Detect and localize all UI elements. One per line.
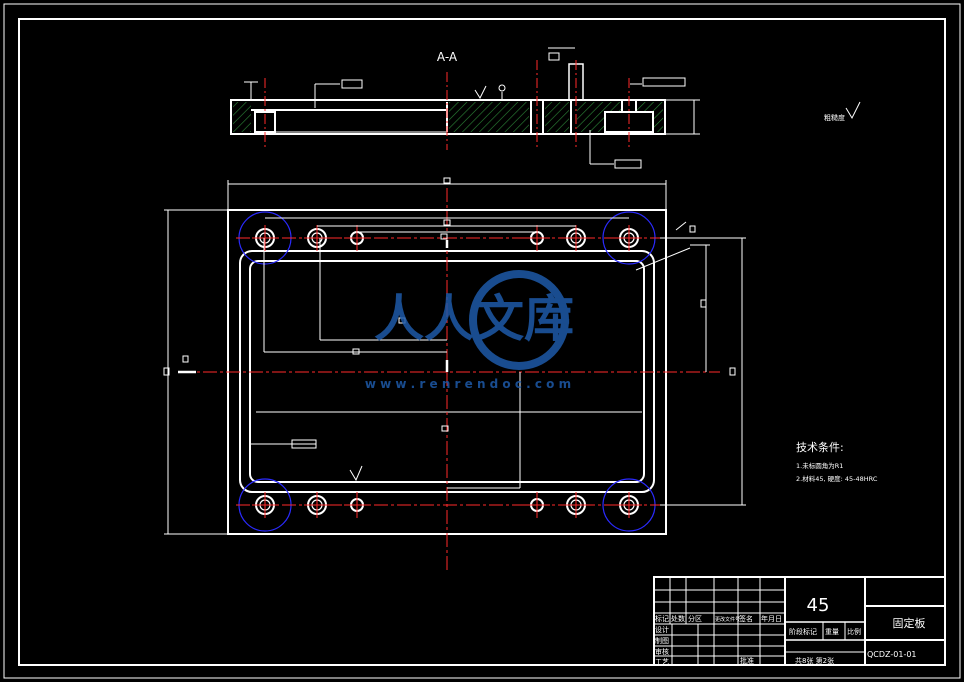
watermark: 人人文库 w w w . r e n r e n d o c . c o m — [365, 270, 574, 391]
section-view: A-A — [230, 47, 700, 169]
watermark-text: 人人文库 — [374, 290, 574, 348]
row-2: 审核 — [655, 647, 669, 656]
head-5: 年月日 — [761, 614, 782, 623]
tech-line-2: 2.材料45, 硬度: 45-48HRC — [796, 474, 878, 483]
dimension-lines — [164, 180, 746, 535]
scale-label: 比例 — [847, 627, 861, 636]
head-2: 分区 — [688, 614, 702, 623]
title-block-text: 45 固定板 QCDZ-01-01 共8张 第2张 阶段标记 重量 比例 批准 … — [655, 595, 926, 666]
head-3: 更改文件号 — [715, 616, 740, 623]
tech-title: 技术条件: — [796, 440, 844, 454]
roughness-symbol — [845, 101, 861, 120]
drawing-frame — [18, 18, 946, 666]
watermark-url: w w w . r e n r e n d o c . c o m — [365, 377, 571, 391]
outer-border — [3, 3, 961, 679]
stage-label: 阶段标记 — [789, 627, 817, 636]
row-1: 制图 — [655, 636, 669, 645]
head-0: 标记 — [655, 614, 669, 623]
row-3: 工艺 — [655, 658, 669, 666]
technical-notes: 技术条件: 1.未标圆角为R1 2.材料45, 硬度: 45-48HRC — [796, 440, 878, 483]
sheet-count: 共8张 第2张 — [795, 656, 834, 665]
title-block — [653, 576, 946, 666]
material: 45 — [807, 595, 830, 616]
row-0: 设计 — [655, 625, 669, 634]
plan-view: 人人文库 w w w . r e n r e n d o c . c o m — [163, 177, 746, 572]
head-4: 签名 — [739, 614, 753, 623]
drawing-number: QCDZ-01-01 — [867, 650, 917, 659]
hatch-left — [233, 102, 251, 132]
part-name: 固定板 — [893, 616, 926, 630]
weight-label: 重量 — [825, 628, 839, 636]
approve-label: 批准 — [740, 656, 754, 665]
section-outline — [230, 99, 666, 135]
hatch-mid — [545, 102, 569, 132]
head-1: 处数 — [671, 614, 685, 623]
section-label: A-A — [437, 50, 458, 64]
tech-line-1: 1.未标圆角为R1 — [796, 461, 843, 470]
hatch-center — [449, 102, 529, 132]
roughness-note: 粗糙度 — [824, 113, 845, 122]
center-lines — [180, 188, 720, 572]
